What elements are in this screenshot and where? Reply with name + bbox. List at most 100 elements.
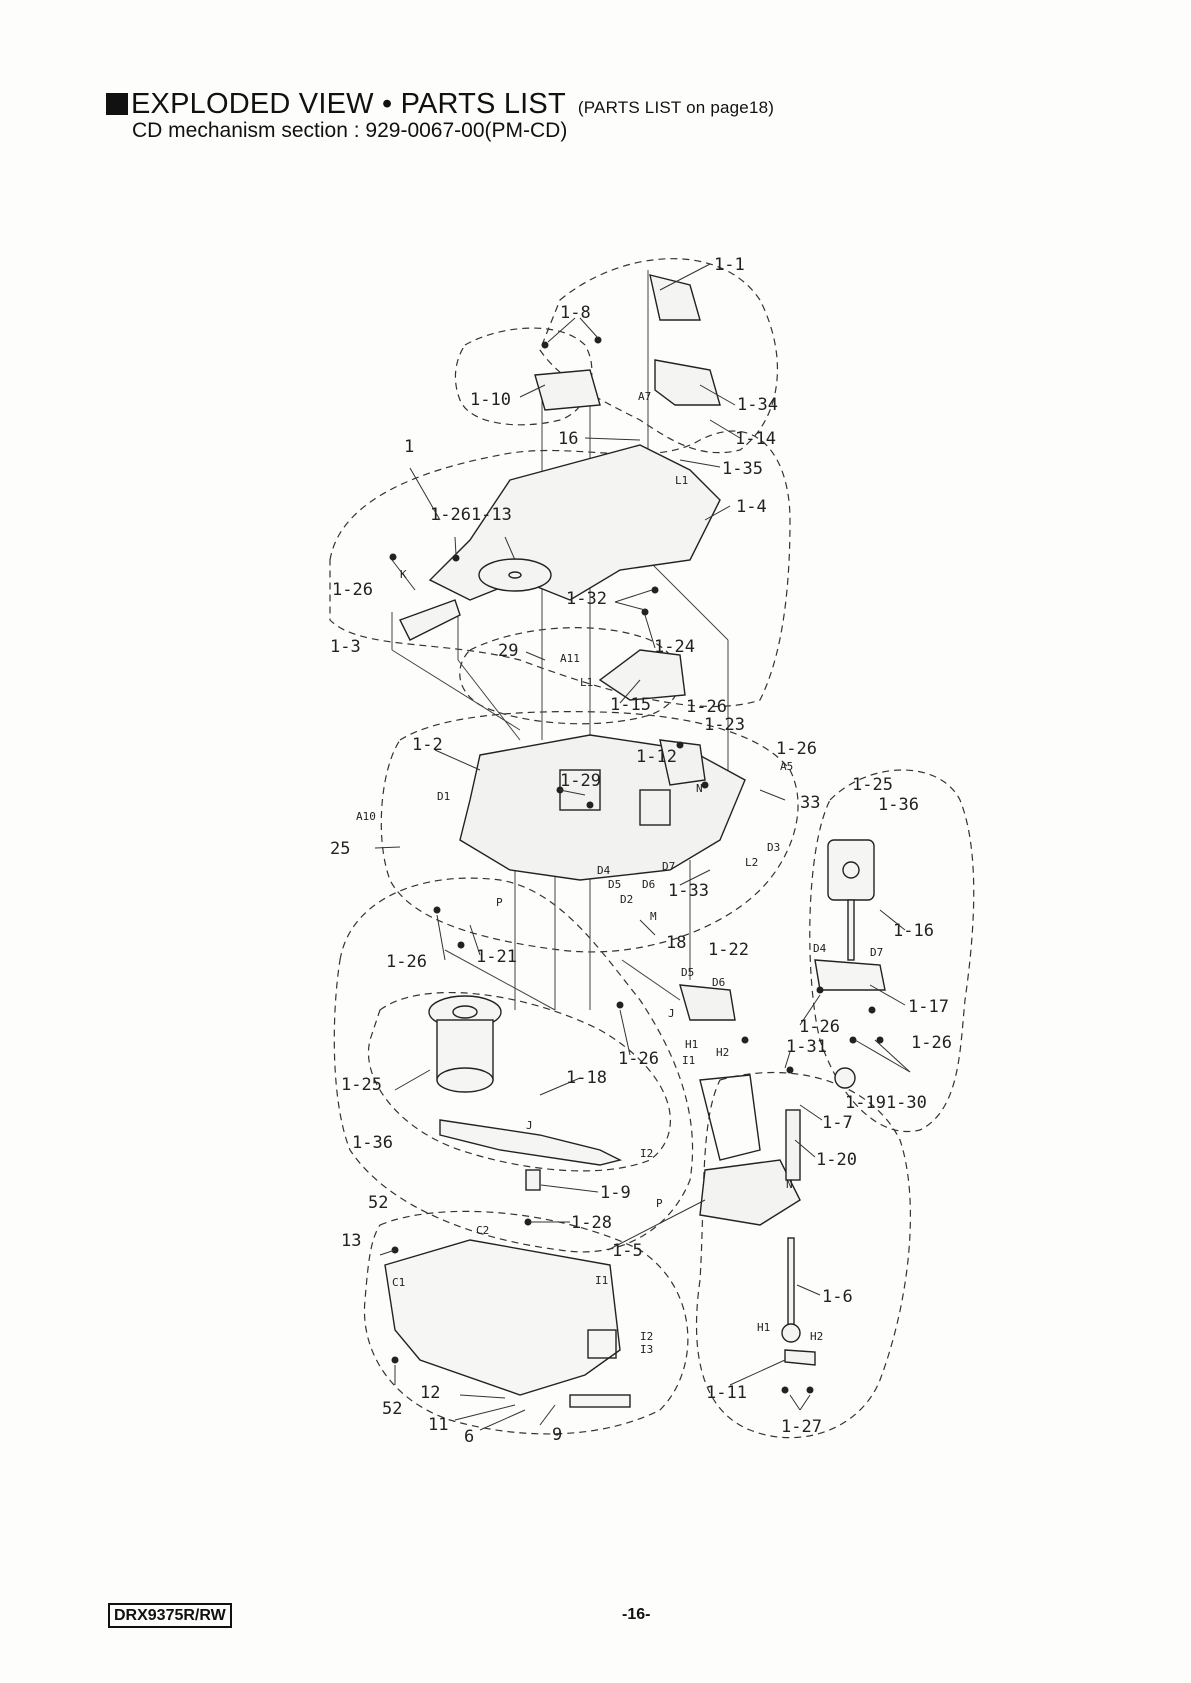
label-52-a: 52 — [368, 1193, 388, 1213]
region-outline-29 — [459, 627, 681, 725]
sled-motor-1-16 — [827, 839, 875, 901]
page-title-text: EXPLODED VIEW • PARTS LIST — [131, 88, 566, 120]
label-1-18: 1-18 — [566, 1068, 607, 1088]
label-a7: A7 — [638, 390, 651, 403]
region-outline-assembly-1 — [329, 430, 791, 708]
label-1-7: 1-7 — [822, 1113, 853, 1133]
label-j-2: J — [526, 1119, 533, 1132]
label-k: K — [400, 568, 407, 581]
label-i1-a: I1 — [682, 1054, 695, 1067]
label-1-26-a: 1-26 — [332, 580, 373, 600]
model-number-box: DRX9375R/RW — [108, 1603, 232, 1628]
label-n-2: N — [786, 1178, 793, 1191]
label-d3: D3 — [767, 841, 780, 854]
bracket-1-10 — [534, 369, 601, 411]
label-1-12: 1-12 — [636, 747, 677, 767]
shaft-holder-1-11 — [784, 1349, 816, 1366]
label-1-6: 1-6 — [822, 1287, 853, 1307]
section-subtitle: CD mechanism section : 929-0067-00(PM-CD… — [132, 119, 568, 142]
label-a11: A11 — [560, 652, 580, 665]
label-a5: A5 — [780, 760, 793, 773]
label-1-5: 1-5 — [612, 1241, 643, 1261]
label-h1-b: H1 — [757, 1321, 770, 1334]
label-1-26-c: 1-26 — [776, 739, 817, 759]
gear-assembly-1-20 — [785, 1109, 801, 1181]
label-1-26-d: 1-26 — [386, 952, 427, 972]
label-1-9: 1-9 — [600, 1183, 631, 1203]
label-1-26-g: 1-26 — [618, 1049, 659, 1069]
label-1-25-b: 1-25 — [341, 1075, 382, 1095]
label-16: 16 — [558, 429, 578, 449]
label-1-36-b: 1-36 — [352, 1133, 393, 1153]
label-1-27: 1-27 — [781, 1417, 822, 1437]
label-j-1: J — [668, 1007, 675, 1020]
label-11: 11 — [428, 1415, 448, 1435]
label-1-23: 1-23 — [704, 715, 745, 735]
label-13: 13 — [341, 1231, 361, 1251]
region-outline-pickup — [695, 1071, 911, 1439]
label-d5-b: D5 — [681, 966, 694, 979]
main-pcb-13 — [384, 1239, 621, 1396]
label-1-29: 1-29 — [560, 771, 601, 791]
flex-cable-i1 — [699, 1074, 761, 1161]
bracket-1-3 — [399, 599, 461, 641]
label-d5-a: D5 — [608, 878, 621, 891]
label-1-26-1-13: 1-261-13 — [430, 505, 512, 525]
page-title: EXPLODED VIEW • PARTS LIST (PARTS LIST o… — [106, 88, 774, 121]
label-25: 25 — [330, 839, 350, 859]
region-outline-lower-left — [333, 877, 694, 1253]
label-12: 12 — [420, 1383, 440, 1403]
label-1-16: 1-16 — [893, 921, 934, 941]
label-1-28: 1-28 — [571, 1213, 612, 1233]
label-1-34: 1-34 — [737, 395, 778, 415]
label-18: 18 — [666, 933, 686, 953]
label-d7-a: D7 — [662, 860, 675, 873]
label-i3: I3 — [640, 1343, 653, 1356]
region-outline-pcb — [363, 1210, 689, 1435]
label-p-2: P — [656, 1197, 663, 1210]
label-1-26-e: 1-26 — [799, 1017, 840, 1037]
lever-1-15 — [598, 649, 686, 701]
label-1-17: 1-17 — [908, 997, 949, 1017]
label-d7-b: D7 — [870, 946, 883, 959]
label-1-1: 1-1 — [714, 255, 745, 275]
bracket-1-23 — [659, 739, 706, 786]
label-6: 6 — [464, 1427, 474, 1447]
label-1-35: 1-35 — [722, 459, 763, 479]
optical-pickup-1-5 — [699, 1159, 801, 1226]
label-1-10: 1-10 — [470, 390, 511, 410]
label-l1-b: L1 — [580, 676, 593, 689]
label-h2-a: H2 — [716, 1046, 729, 1059]
label-1-21: 1-21 — [476, 947, 517, 967]
label-1-26-f: 1-26 — [911, 1033, 952, 1053]
label-l1-a: L1 — [675, 474, 688, 487]
label-1-14: 1-14 — [735, 429, 776, 449]
label-1-4: 1-4 — [736, 497, 767, 517]
label-d6-a: D6 — [642, 878, 655, 891]
label-52-b: 52 — [382, 1399, 402, 1419]
label-d1: D1 — [437, 790, 450, 803]
parts-list-note: (PARTS LIST on page18) — [577, 98, 775, 117]
motor-pcb-1-18 — [439, 1119, 623, 1166]
label-d6-b: D6 — [712, 976, 725, 989]
bracket-1-22 — [679, 984, 736, 1021]
label-1-33: 1-33 — [668, 881, 709, 901]
pcb-connector — [569, 1394, 631, 1408]
label-1-32: 1-32 — [566, 589, 607, 609]
label-33: 33 — [800, 793, 820, 813]
bracket-1-34 — [654, 359, 721, 406]
label-d2: D2 — [620, 893, 633, 906]
title-block: EXPLODED VIEW • PARTS LIST (PARTS LIST o… — [106, 88, 774, 143]
label-1-19-1-30: 1-191-30 — [845, 1093, 927, 1113]
feed-shaft-1-6 — [787, 1237, 795, 1329]
label-1-8: 1-8 — [560, 303, 591, 323]
region-outline-1-10 — [454, 327, 593, 426]
motor-bracket-1-17 — [814, 959, 886, 991]
label-d4-b: D4 — [813, 942, 827, 955]
label-1-20: 1-20 — [816, 1150, 857, 1170]
title-square-bullet-icon — [106, 93, 128, 115]
label-1-31: 1-31 — [786, 1037, 827, 1057]
label-1-36-a: 1-36 — [878, 795, 919, 815]
